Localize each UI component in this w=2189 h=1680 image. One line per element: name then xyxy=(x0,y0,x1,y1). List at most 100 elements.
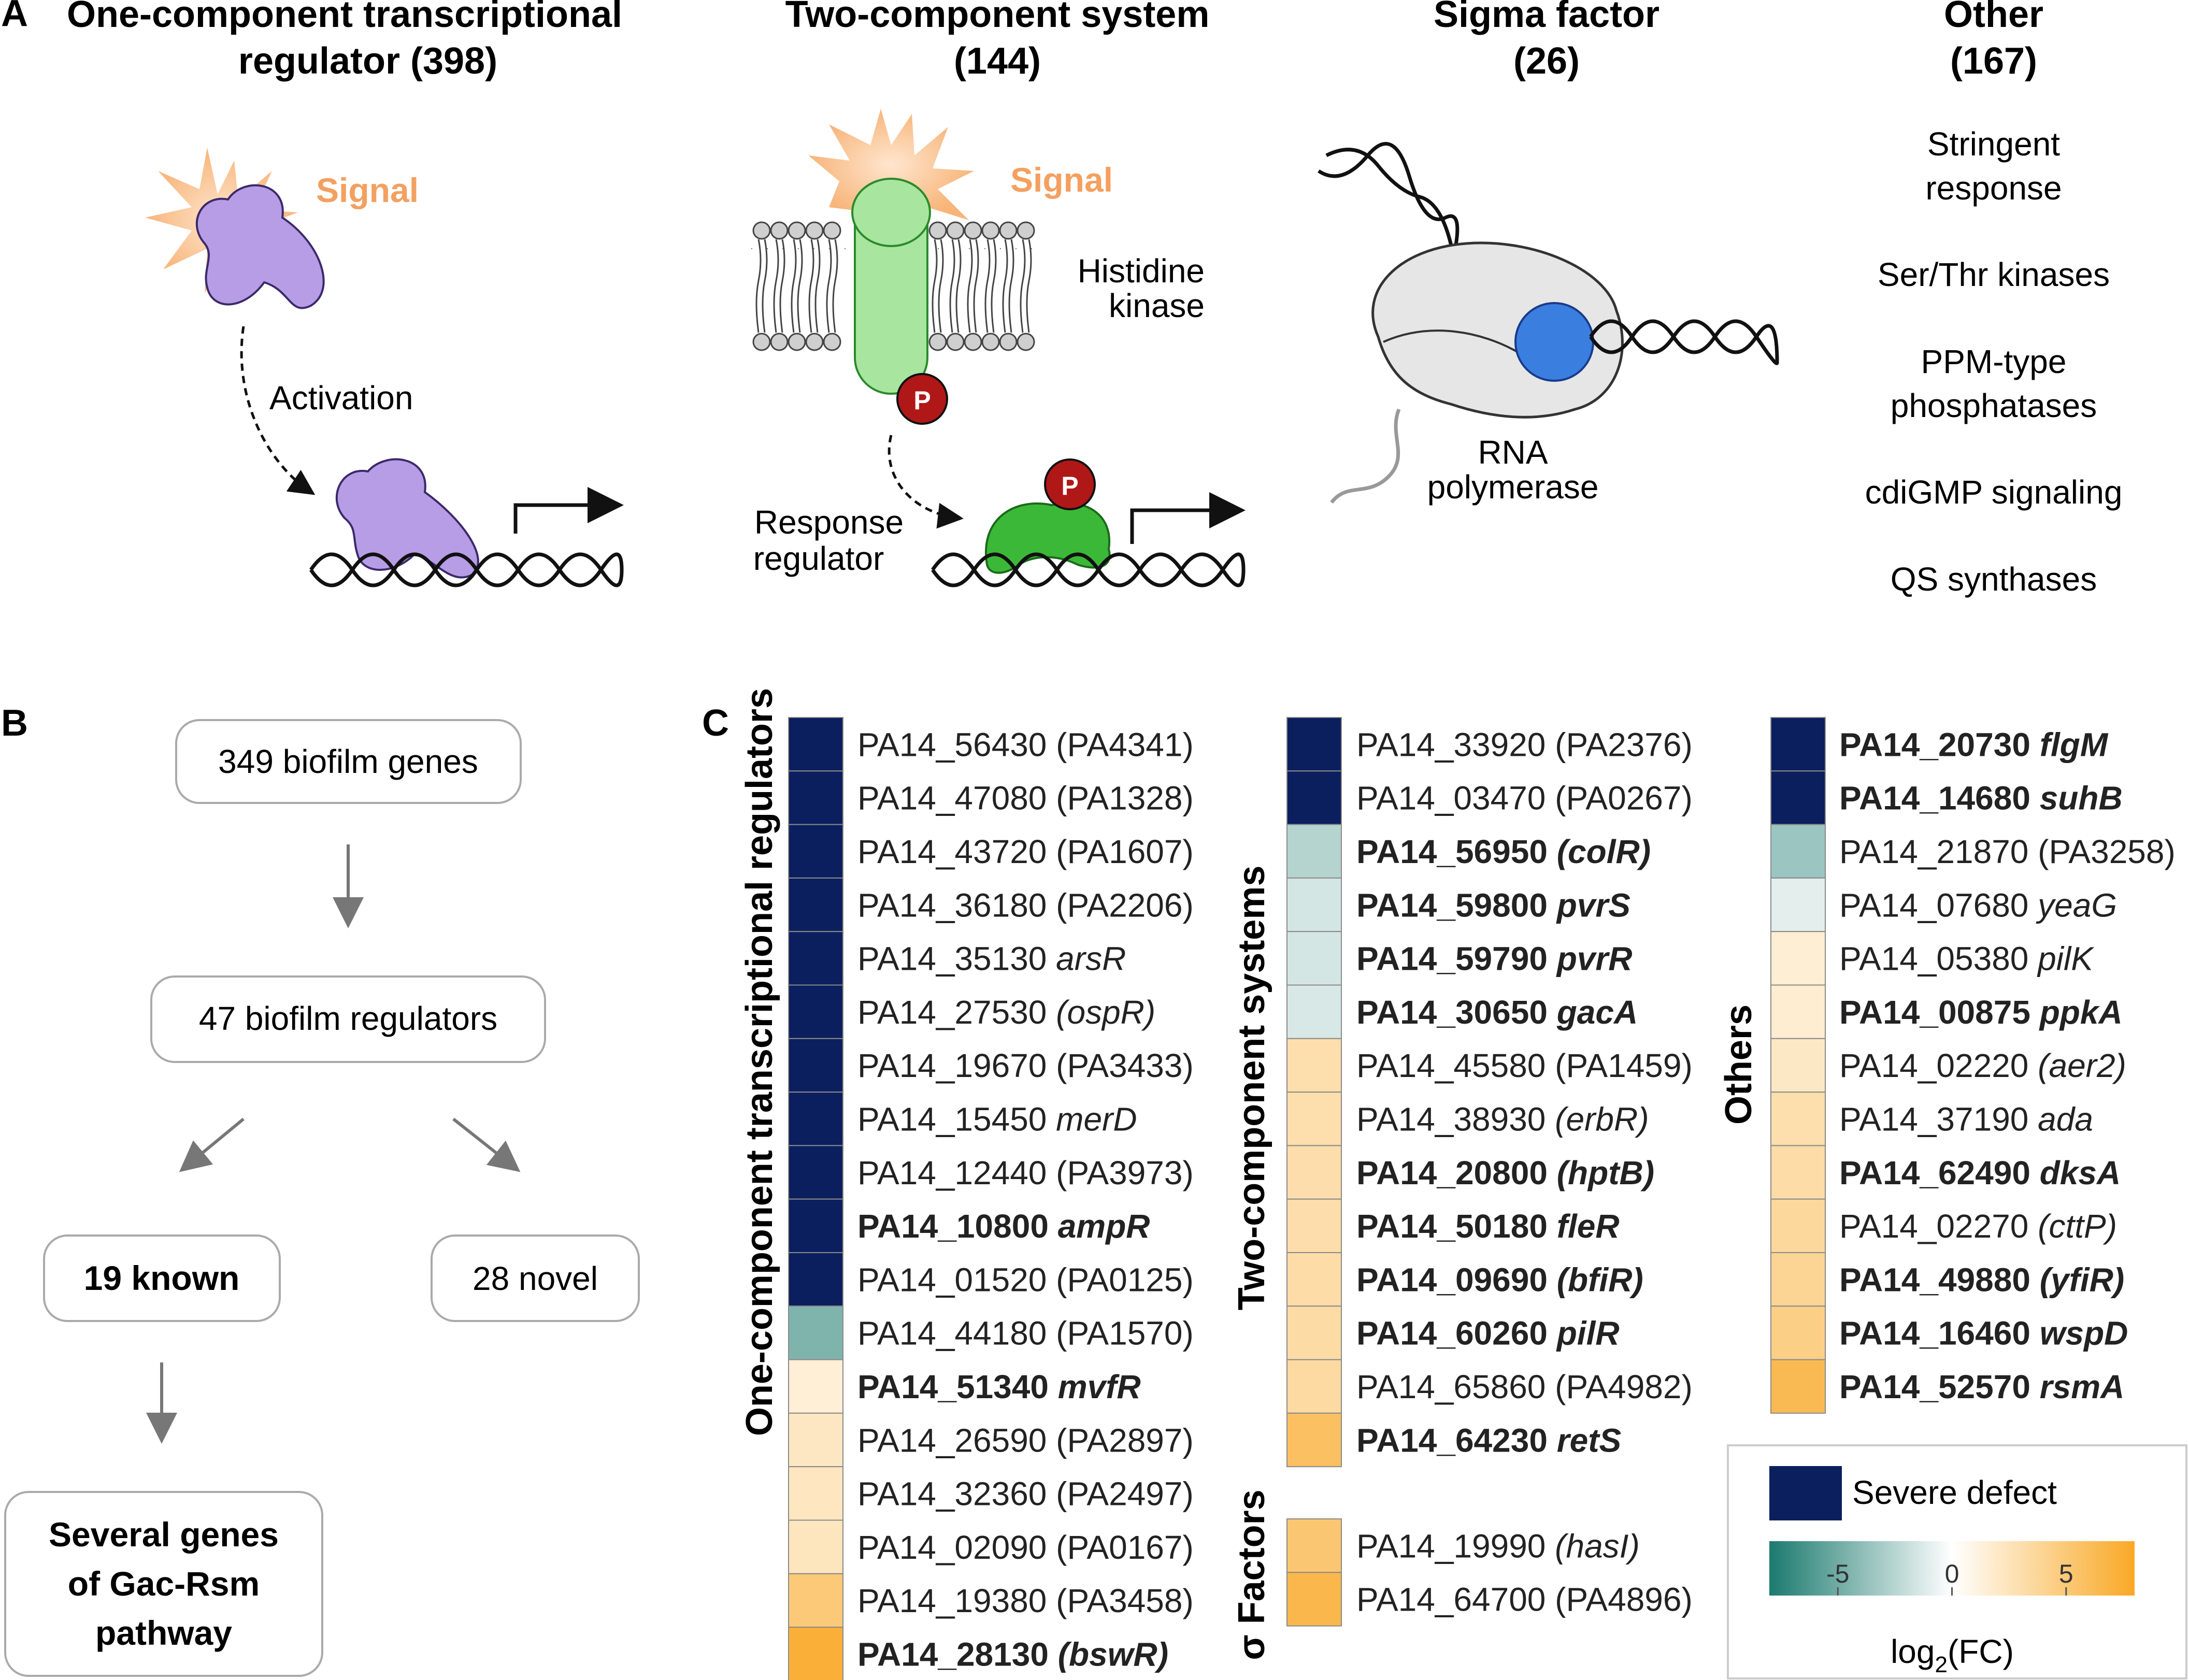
gene-name: (PA4896) xyxy=(1555,1581,1693,1618)
gene-label: PA14_07680 yeaG xyxy=(1839,886,2117,924)
known-text: 19 known xyxy=(84,1259,240,1297)
gene-id: PA14_56430 xyxy=(857,726,1056,763)
gene-id: PA14_32360 xyxy=(857,1475,1056,1513)
other-item-5: QS synthases xyxy=(1891,561,2097,598)
lipid-tail-icon xyxy=(1020,239,1026,333)
heatmap-cell xyxy=(1286,1305,1342,1360)
gac-rsm-line2: of Gac-Rsm xyxy=(68,1564,260,1603)
dna-strand-right-icon-b xyxy=(1589,319,1779,365)
rna-transcript-icon xyxy=(1330,408,1401,504)
sigma-factor-illustration: RNA polymerase xyxy=(1318,142,1779,506)
heatmap-cell xyxy=(788,1359,843,1414)
col1-title-line2: regulator (398) xyxy=(238,40,497,82)
heatmap-cell xyxy=(1286,1518,1342,1573)
heatmap-cell xyxy=(1770,1038,1826,1093)
heatmap-sigma-factors: PA14_19990 (hasI)PA14_64700 (PA4896) xyxy=(1286,1518,1693,1627)
phosphate-icon-1 xyxy=(896,373,948,425)
other-item-1-line2: response xyxy=(1925,169,2062,207)
gene-label: PA14_33920 (PA2376) xyxy=(1356,726,1693,763)
gene-name: (bswR) xyxy=(1058,1635,1168,1673)
gene-name: dksA xyxy=(2040,1154,2121,1191)
gene-name: flgM xyxy=(2040,726,2109,763)
histidine-kinase-head-icon xyxy=(851,178,931,247)
dna-strand-top-icon-b xyxy=(1318,142,1460,270)
panel-b: B 349 biofilm genes 47 biofilm regulator… xyxy=(1,702,640,1677)
lipid-head-icon xyxy=(964,333,982,351)
gene-name: (hptB) xyxy=(1557,1154,1654,1191)
lipid-tail-icon xyxy=(984,239,991,333)
gene-name: (aer2) xyxy=(2038,1047,2126,1084)
biofilm-genes-box xyxy=(175,719,522,804)
group-label-others: Others xyxy=(1718,1004,1759,1125)
gene-id: PA14_38930 xyxy=(1356,1100,1555,1138)
sigma-factor-icon xyxy=(1514,302,1594,382)
gene-name: (erbR) xyxy=(1555,1100,1649,1138)
gene-name: (PA1328) xyxy=(1056,780,1194,817)
lipid-tail-icon xyxy=(1008,239,1014,333)
gene-name: (colR) xyxy=(1557,833,1651,870)
lipid-tail-icon xyxy=(949,239,955,333)
heatmap-cell xyxy=(1770,931,1826,986)
gene-id: PA14_37190 xyxy=(1839,1100,2038,1138)
gene-id: PA14_45580 xyxy=(1356,1047,1555,1084)
gene-name: rsmA xyxy=(2040,1368,2125,1405)
lipid-tail-icon xyxy=(814,239,821,333)
gene-name: pvrS xyxy=(1556,886,1631,924)
gene-label: PA14_01520 (PA0125) xyxy=(857,1261,1194,1298)
heatmap-cell xyxy=(1770,877,1826,932)
gene-id: PA14_14680 xyxy=(1839,780,2040,817)
gac-rsm-line3: pathway xyxy=(95,1614,232,1652)
gene-name: ppkA xyxy=(2039,994,2123,1031)
col3-title-line2: (26) xyxy=(1513,40,1580,82)
gene-name: pilK xyxy=(2037,940,2095,978)
signal-label-2: Signal xyxy=(1010,161,1113,199)
legend-axis-tail: (FC) xyxy=(1948,1633,2014,1670)
heatmap-cell xyxy=(1286,931,1342,986)
heatmap-cell xyxy=(1770,1252,1826,1307)
gene-label: PA14_09690 (bfiR) xyxy=(1356,1261,1643,1298)
heatmap-cell xyxy=(1286,717,1342,772)
gene-name: (PA4982) xyxy=(1555,1368,1693,1405)
heatmap-cell xyxy=(1286,1198,1342,1253)
legend-severe-label: Severe defect xyxy=(1852,1474,2057,1511)
gene-id: PA14_64230 xyxy=(1356,1421,1557,1459)
gene-name: (PA1607) xyxy=(1056,833,1194,870)
lipid-tail-icon xyxy=(773,239,779,333)
heatmap-cell xyxy=(1286,1145,1342,1200)
heatmap-cell xyxy=(788,1038,843,1093)
lipid-head-icon xyxy=(946,333,965,351)
gene-name: (PA1570) xyxy=(1056,1315,1194,1352)
gene-id: PA14_27530 xyxy=(857,994,1056,1031)
phosphate-icon-2 xyxy=(1044,458,1096,510)
gene-name: retS xyxy=(1557,1421,1622,1459)
gene-id: PA14_47080 xyxy=(857,780,1056,817)
gene-name: (hasI) xyxy=(1555,1527,1640,1564)
gene-id: PA14_02220 xyxy=(1839,1047,2038,1084)
gene-id: PA14_43720 xyxy=(857,833,1056,870)
histidine-kinase-line2: kinase xyxy=(1109,287,1205,324)
activation-label: Activation xyxy=(269,379,413,417)
lipid-head-icon xyxy=(823,333,841,351)
heatmap-two-component: PA14_33920 (PA2376)PA14_03470 (PA0267)PA… xyxy=(1286,717,1693,1468)
lipid-tail-icon xyxy=(1002,239,1008,333)
lipid-head-icon xyxy=(770,221,789,240)
lipid-tail-icon xyxy=(967,239,973,333)
heatmap-cell xyxy=(788,770,843,825)
lipid-head-icon xyxy=(823,221,841,240)
other-item-2: Ser/Thr kinases xyxy=(1878,256,2110,293)
other-item-4: cdiGMP signaling xyxy=(1865,473,2123,511)
heatmap-cell xyxy=(1770,984,1826,1039)
lipid-head-icon xyxy=(999,221,1018,240)
lipid-tail-icon xyxy=(791,239,797,333)
heatmap-cell xyxy=(788,717,843,772)
gene-label: PA14_56950 (colR) xyxy=(1356,833,1651,870)
heatmap-cell xyxy=(788,1198,843,1253)
biofilm-genes-text: 349 biofilm genes xyxy=(218,743,478,780)
gene-id: PA14_65860 xyxy=(1356,1368,1555,1405)
gene-id: PA14_10800 xyxy=(857,1208,1058,1245)
gene-id: PA14_28130 xyxy=(857,1635,1058,1673)
group-label-one-component: One-component transcriptional regulators xyxy=(739,688,780,1436)
signal-label-1: Signal xyxy=(316,171,419,209)
lipid-head-icon xyxy=(1017,221,1035,240)
